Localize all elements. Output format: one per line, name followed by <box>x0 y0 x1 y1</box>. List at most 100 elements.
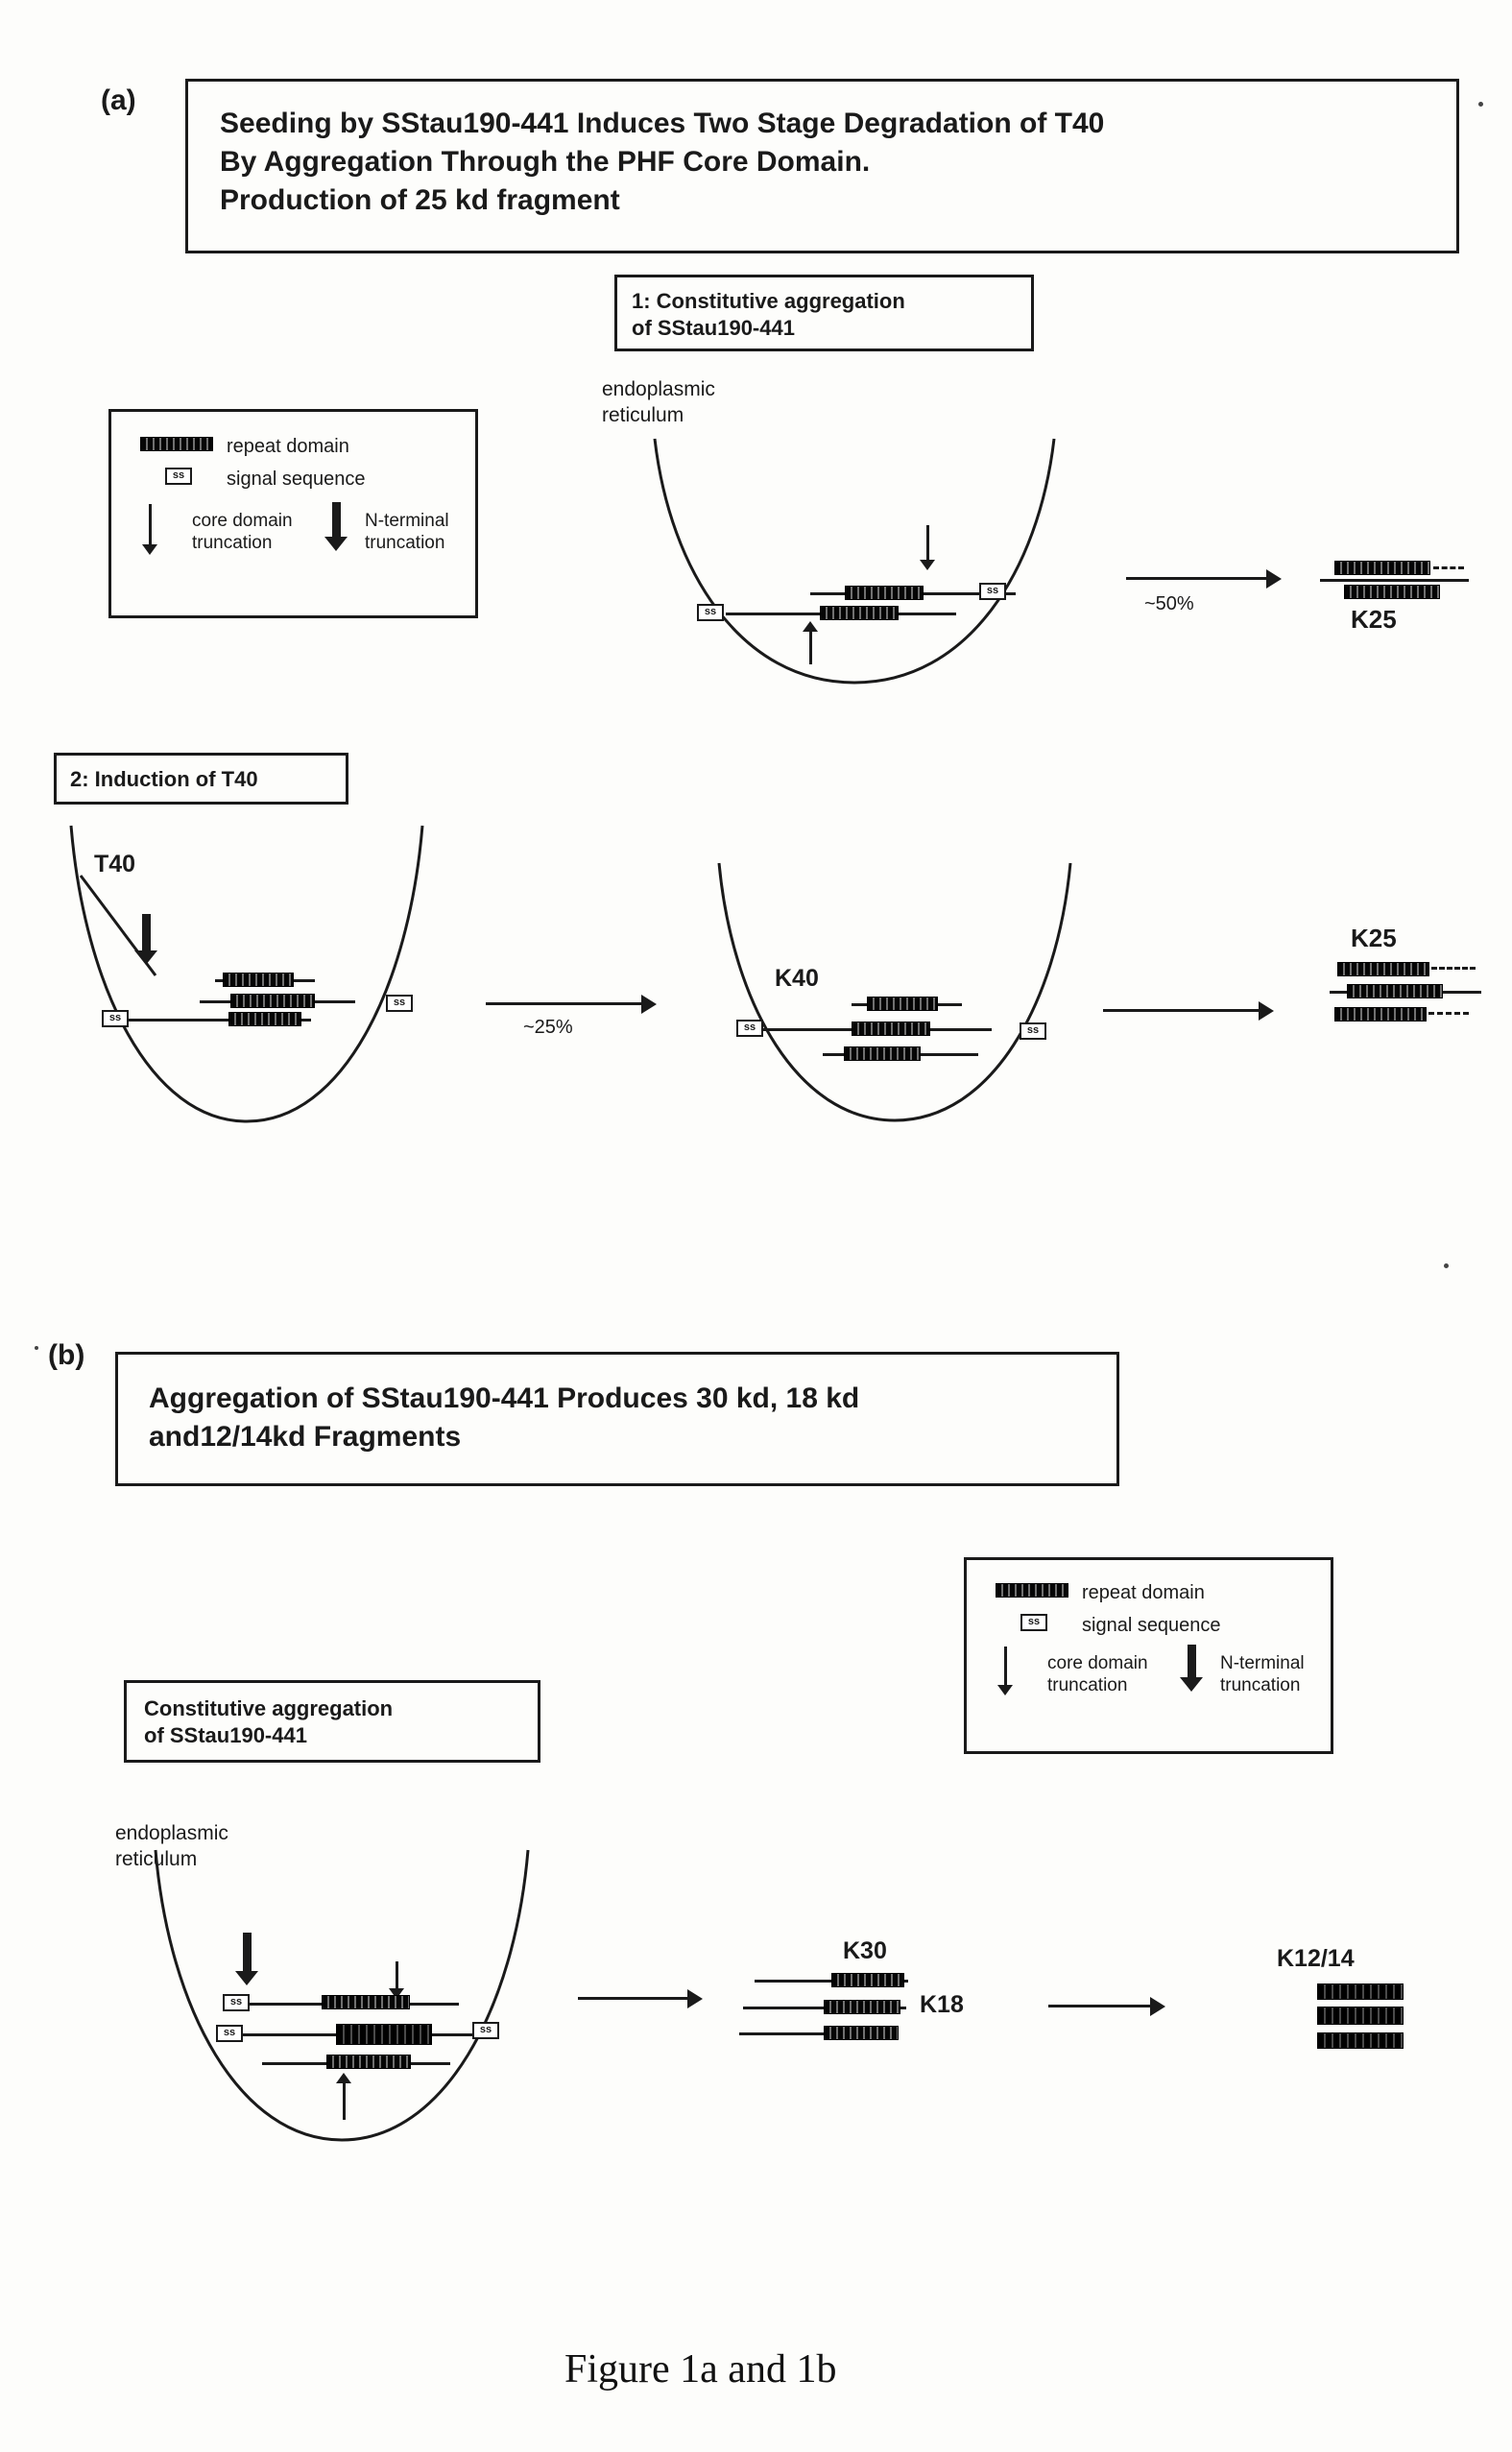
arrow-shaft <box>148 504 152 544</box>
signal-sequence-box: ss <box>1020 1022 1046 1040</box>
k18-label: K18 <box>920 1991 964 2018</box>
er-label-b-line1: endoplasmic <box>115 1822 228 1844</box>
arrow-head <box>336 2073 351 2083</box>
er-cup-4: ss ss ss <box>144 1848 540 2146</box>
nterm-truncation-line1: N-terminal <box>365 511 449 531</box>
k12-14-product: K12/14 <box>1273 1945 1427 2089</box>
nterm-truncation-arrow-icon <box>134 914 157 965</box>
core-truncation-line1: core domain <box>192 511 293 531</box>
arrow-head <box>324 537 348 551</box>
step1-line1: 1: Constitutive aggregation <box>632 289 905 313</box>
k30-k18-products: K30 K18 <box>739 1937 1008 2062</box>
arrow-head <box>142 544 157 555</box>
nterm-truncation-arrow-icon <box>324 502 348 551</box>
repeat-domain-bar <box>820 606 899 620</box>
nterm-truncation-arrow-icon <box>1180 1645 1203 1692</box>
legend-nterm-truncation-label: N-terminal truncation <box>365 510 449 554</box>
nterm-truncation-line2: truncation <box>365 533 445 553</box>
legend-repeat-domain-label: repeat domain <box>1082 1582 1205 1603</box>
step2-box: 2: Induction of T40 <box>54 753 348 805</box>
k30-label: K30 <box>843 1937 887 1964</box>
er-label-a-line2: reticulum <box>602 404 684 426</box>
step1-box: 1: Constitutive aggregation of SStau190-… <box>614 275 1034 351</box>
repeat-domain-bar <box>326 2055 411 2069</box>
legend-core-truncation-label: core domain truncation <box>1047 1652 1148 1696</box>
repeat-domain-bar <box>322 1995 410 2009</box>
repeat-domain-bar <box>1344 585 1440 599</box>
er-membrane-outline <box>717 862 1072 1122</box>
repeat-domain-bar <box>824 2026 899 2040</box>
signal-sequence-box: ss <box>216 2025 243 2042</box>
er-membrane-outline <box>69 825 424 1123</box>
signal-sequence-box: ss <box>472 2022 499 2039</box>
repeat-domain-bar <box>867 997 938 1011</box>
er-cup-3: K40 ss ss <box>708 861 1082 1126</box>
arrow-shaft <box>925 525 929 560</box>
arrow-shaft <box>141 914 151 950</box>
constitutive-aggregation-box: Constitutive aggregation of SStau190-441 <box>124 1680 540 1763</box>
er-membrane-outline <box>653 438 1056 685</box>
legend-nterm-truncation-label: N-terminal truncation <box>1220 1652 1305 1696</box>
signal-sequence-swatch-icon: ss <box>165 468 192 485</box>
repeat-domain-bar <box>1334 1007 1427 1022</box>
arrow-shaft <box>1126 577 1268 580</box>
reaction-arrow <box>486 995 657 1014</box>
repeat-domain-bar <box>831 1973 904 1987</box>
legend-signal-sequence-label: signal sequence <box>1082 1615 1221 1636</box>
panel-b-label: (b) <box>48 1339 85 1371</box>
arrow-head <box>389 1988 404 1999</box>
repeat-domain-bar <box>1317 2032 1404 2049</box>
arrow-shaft <box>486 1002 643 1005</box>
repeat-domain-bar <box>1337 962 1429 976</box>
er-cup-2: T40 ss ss <box>60 824 434 1127</box>
core-truncation-arrow-icon <box>389 1961 404 1999</box>
t40-label: T40 <box>94 851 136 877</box>
core-truncation-line2: truncation <box>1047 1675 1128 1695</box>
reaction-arrow <box>1103 1001 1274 1021</box>
legend-repeat-domain-label: repeat domain <box>227 436 349 457</box>
core-truncation-arrow-up-icon <box>803 621 818 664</box>
repeat-domain-bar <box>1317 2007 1404 2025</box>
arrow-head <box>920 560 935 570</box>
signal-sequence-box: ss <box>979 583 1006 600</box>
repeat-domain-bar <box>852 1022 930 1036</box>
core-truncation-arrow-icon <box>997 1647 1013 1695</box>
repeat-domain-bar <box>845 586 924 600</box>
panel-b-title-line1: Aggregation of SStau190-441 Produces 30 … <box>149 1382 860 1414</box>
arrow-head <box>1266 569 1282 589</box>
k12-14-label: K12/14 <box>1277 1945 1355 1972</box>
step2-label: 2: Induction of T40 <box>70 767 258 791</box>
repeat-domain-bar <box>824 2000 900 2014</box>
arrow-head <box>1259 1001 1274 1021</box>
er-label-a-line1: endoplasmic <box>602 378 715 400</box>
fragment-dash <box>1431 967 1476 970</box>
tau-protein-line <box>739 2032 898 2035</box>
yield-label-50: ~50% <box>1144 593 1194 614</box>
core-truncation-arrow-icon <box>920 525 935 570</box>
yield-label-25: ~25% <box>523 1017 573 1038</box>
repeat-domain-swatch-icon <box>140 437 213 451</box>
er-cup-1: ss ss <box>645 437 1064 688</box>
arrow-head <box>997 1685 1013 1695</box>
scan-artifact-dot <box>35 1346 38 1350</box>
arrow-shaft <box>578 1997 689 2000</box>
arrow-head <box>687 1989 703 2008</box>
arrow-head <box>803 621 818 632</box>
arrow-head <box>235 1971 258 1985</box>
fragment-dash <box>1433 566 1464 569</box>
arrow-shaft <box>1103 1009 1260 1012</box>
nterm-truncation-line1: N-terminal <box>1220 1653 1305 1673</box>
signal-sequence-box: ss <box>386 995 413 1012</box>
arrow-head <box>134 950 157 965</box>
repeat-domain-bar <box>336 2024 432 2045</box>
repeat-domain-bar <box>230 994 315 1008</box>
er-membrane-outline <box>154 1849 530 2142</box>
signal-sequence-box: ss <box>736 1020 763 1037</box>
scan-artifact-dot <box>1444 1263 1449 1268</box>
reaction-arrow <box>1048 1997 1165 2016</box>
nterm-truncation-arrow-icon <box>235 1933 258 1985</box>
arrow-head <box>1180 1677 1203 1692</box>
arrow-shaft <box>808 632 812 664</box>
repeat-domain-bar <box>228 1012 301 1026</box>
